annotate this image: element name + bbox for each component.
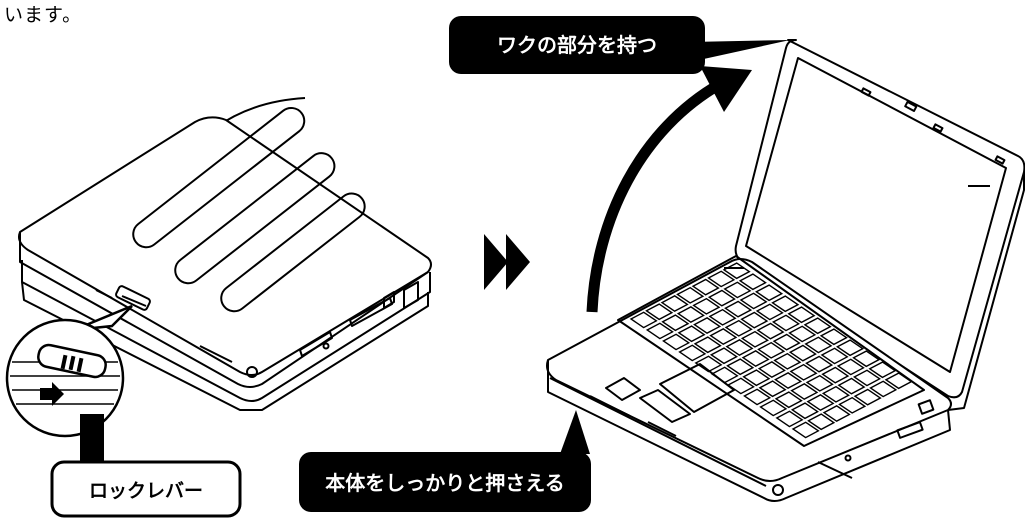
keyboard-key — [772, 333, 801, 351]
keyboard-key — [884, 372, 913, 390]
keyboard-key — [820, 347, 849, 365]
keyboard-key — [869, 380, 898, 398]
keyboard-key — [661, 314, 690, 332]
keyboard-key — [771, 314, 801, 332]
keyboard-key — [722, 262, 751, 280]
keyboard-key — [725, 339, 754, 356]
keyboard-key — [759, 399, 788, 417]
keyboard-key — [853, 388, 882, 406]
keyboard-key — [694, 355, 723, 373]
hold-body-callout: 本体をしっかりと押さえる — [299, 410, 591, 512]
keyboard-key — [774, 372, 803, 389]
hold-body-label: 本体をしっかりと押さえる — [325, 471, 564, 495]
keyboard-key — [710, 366, 739, 384]
arrow-right-icon — [40, 382, 64, 406]
keyboard-key — [678, 344, 707, 362]
keyboard-key — [740, 330, 770, 348]
lock-lever-callout: ロックレバー — [50, 414, 242, 518]
keyboard-key — [819, 328, 848, 346]
lift-motion-arrow — [586, 66, 752, 313]
keyboard-key — [739, 292, 768, 310]
keyboard-key — [790, 383, 819, 400]
keyboard-key — [868, 361, 897, 379]
keyboard-key — [726, 358, 755, 376]
keyboard-key — [707, 270, 736, 288]
keyboard-key — [788, 344, 817, 362]
keyboard-key — [822, 405, 851, 422]
keyboard-key — [677, 325, 706, 343]
keyboard-key — [693, 336, 722, 354]
keyboard-key — [757, 341, 786, 359]
keyboard-key — [758, 380, 787, 398]
keyboard-key — [773, 352, 802, 370]
keyboard-key — [741, 350, 770, 367]
keyboard-key — [708, 308, 737, 326]
keyboard-key — [787, 306, 816, 324]
keyboard-key — [743, 388, 772, 406]
keyboard-key — [724, 300, 753, 318]
keyboard-key — [691, 278, 720, 296]
keyboard-key — [806, 394, 835, 411]
lock-lever-zoom — [5, 304, 133, 438]
keyboard-key — [757, 361, 786, 378]
keyboard-key — [755, 303, 784, 321]
keyboard-key — [774, 391, 803, 409]
keyboard-key — [788, 325, 817, 343]
lock-lever-label: ロックレバー — [89, 480, 203, 502]
keyboard-key — [821, 366, 850, 384]
keyboard-key — [838, 396, 867, 414]
keyboard-key — [676, 286, 705, 304]
keyboard-key — [805, 374, 834, 392]
open-laptop — [546, 39, 1025, 502]
keyboard-key — [660, 295, 689, 312]
keyboard-key — [756, 322, 785, 340]
keyboard-key — [807, 413, 836, 431]
double-triangle-right-icon — [484, 234, 530, 290]
keyboard-key — [804, 336, 833, 354]
keyboard-key — [693, 317, 722, 334]
keyboard-key — [662, 333, 691, 351]
keyboard-key — [791, 421, 820, 439]
keyboard-key — [837, 377, 866, 395]
keyboard-key — [645, 322, 674, 340]
keyboard-key — [742, 369, 771, 387]
keyboard-key — [836, 358, 865, 376]
keyboard-key — [726, 377, 755, 395]
keyboard-key — [723, 281, 752, 299]
keyboard-keys — [629, 262, 913, 439]
keyboard-key — [821, 385, 851, 403]
keyboard-key — [836, 339, 865, 357]
keyboard-key — [629, 311, 658, 329]
keyboard-key — [645, 303, 674, 321]
keyboard-key — [789, 363, 818, 381]
keyboard-key — [709, 328, 738, 345]
keyboard-key — [852, 350, 881, 368]
keyboard-key — [790, 402, 820, 420]
frame-grip-label: ワクの部分を持つ — [497, 33, 657, 57]
keyboard-key — [676, 306, 705, 323]
keyboard-key — [740, 311, 769, 329]
keyboard-key — [771, 295, 800, 313]
keyboard-key — [805, 355, 834, 373]
intro-text-fragment: います。 — [4, 4, 83, 26]
keyboard-key — [709, 347, 739, 365]
keyboard-key — [852, 369, 882, 387]
keyboard-key — [738, 273, 767, 291]
keyboard-key — [755, 284, 784, 302]
keyboard-key — [803, 317, 832, 335]
keyboard-key — [724, 319, 753, 337]
closed-laptop — [18, 97, 432, 411]
frame-grip-callout: ワクの部分を持つ — [449, 16, 790, 74]
keyboard-key — [707, 289, 736, 307]
keyboard-key — [692, 297, 721, 315]
keyboard-key — [775, 410, 804, 428]
